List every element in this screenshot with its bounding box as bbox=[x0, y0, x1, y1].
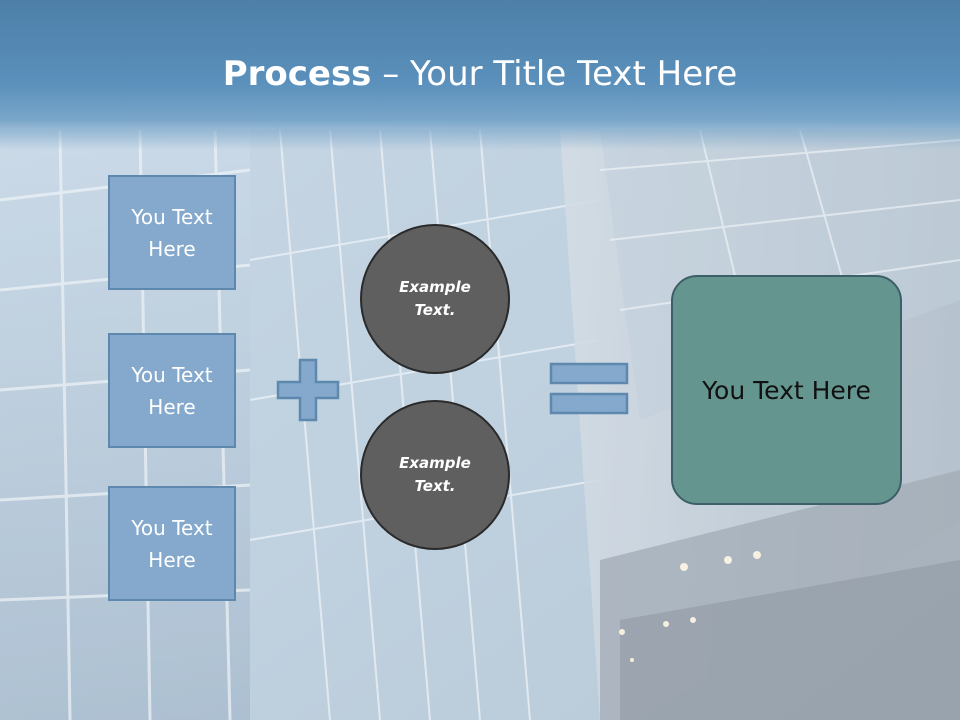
input-box-label: You Text Here bbox=[131, 204, 213, 261]
input-box-3[interactable]: You Text Here bbox=[108, 486, 236, 601]
title-bar bbox=[0, 0, 960, 150]
slide-title[interactable]: Process – Your Title Text Here bbox=[0, 52, 960, 96]
example-circle-2[interactable]: Example Text. bbox=[360, 400, 510, 550]
input-box-label: You Text Here bbox=[131, 515, 213, 572]
input-box-label: You Text Here bbox=[131, 362, 213, 419]
result-label: You Text Here bbox=[702, 375, 871, 405]
circle-label: Example Text. bbox=[399, 278, 471, 319]
circle-label: Example Text. bbox=[399, 454, 471, 495]
title-bold: Process bbox=[222, 54, 372, 94]
equals-icon bbox=[549, 362, 629, 415]
input-box-1[interactable]: You Text Here bbox=[108, 175, 236, 290]
result-box[interactable]: You Text Here bbox=[671, 275, 902, 505]
title-rest: – Your Title Text Here bbox=[371, 54, 738, 94]
plus-icon bbox=[276, 358, 340, 422]
example-circle-1[interactable]: Example Text. bbox=[360, 224, 510, 374]
input-box-2[interactable]: You Text Here bbox=[108, 333, 236, 448]
